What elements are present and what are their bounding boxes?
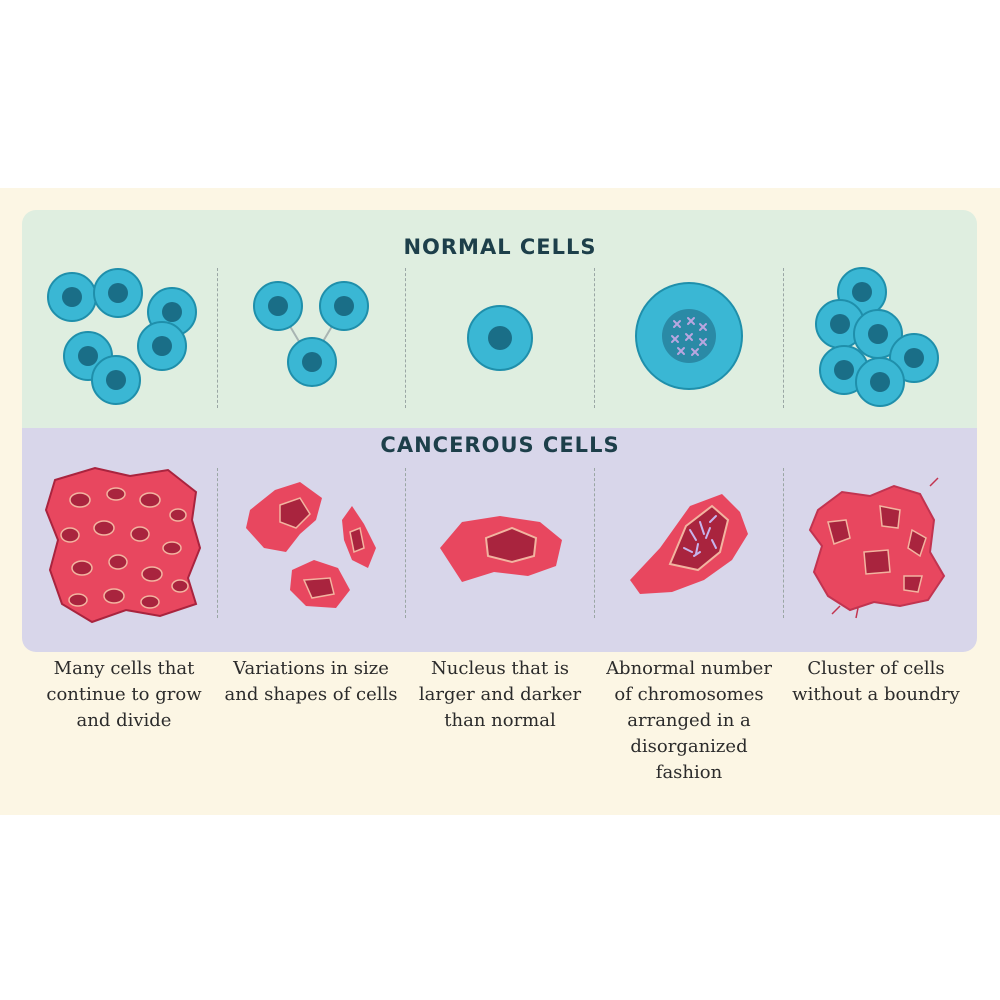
column-divider [594,268,595,408]
column-divider [217,268,218,408]
normal-cells-title: NORMAL CELLS [403,235,597,259]
caption-size-and-shape: Variations in size and shapes of cells [224,658,398,705]
column-divider [405,268,406,408]
caption-grow-and-divide: Many cells that continue to grow and div… [46,658,202,731]
caption-larger-nucleus: Nucleus that is larger and darker than n… [418,658,582,731]
column-divider [405,468,406,618]
column-divider [594,468,595,618]
normal-cell-chromosomes [635,282,743,390]
cancer-cell-large-nucleus [440,516,562,582]
normal-dividing-cells [47,268,197,405]
normal-connected-cells [253,281,369,387]
cancer-cell-mass [44,466,202,624]
column-divider [217,468,218,618]
cancer-cells-varied [246,482,376,608]
normal-single-cell [467,305,533,371]
caption-cluster-no-boundary: Cluster of cells without a boundry [792,658,960,705]
cancer-cell-chromosomes [630,494,748,594]
cancer-cell-cluster-no-boundary [808,477,946,619]
caption-abnormal-chromosomes: Abnormal number of chromosomes arranged … [606,658,772,783]
column-divider [783,268,784,408]
cancerous-cells-title: CANCEROUS CELLS [380,433,620,457]
normal-cell-cluster [815,267,939,407]
column-divider [783,468,784,618]
